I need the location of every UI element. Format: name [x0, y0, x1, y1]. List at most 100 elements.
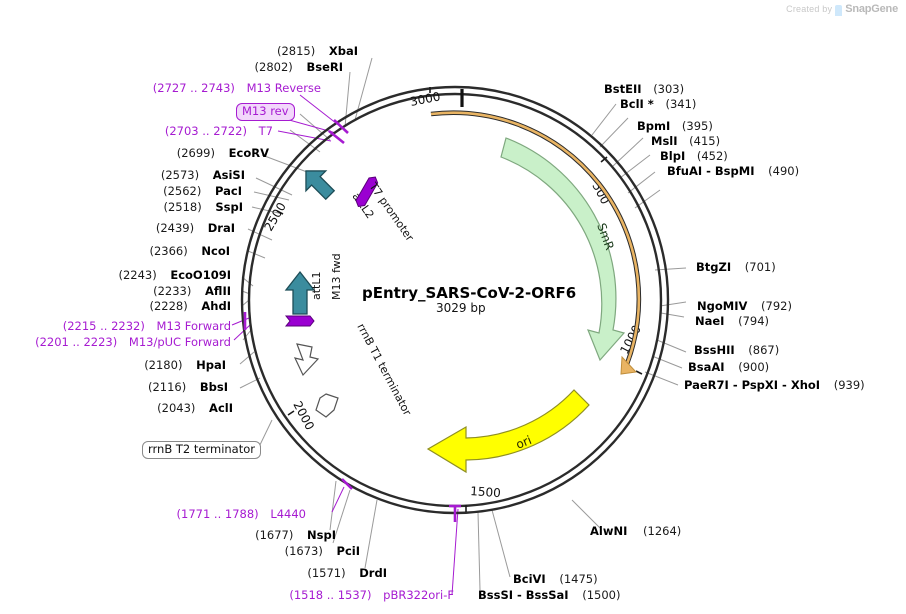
- primer-label-l4440[interactable]: (1771 .. 1788) L4440: [176, 507, 306, 521]
- primer-range: (2201 .. 2223): [35, 335, 118, 349]
- plasmid-size: 3029 bp: [436, 301, 486, 315]
- enzyme-name: BssHII: [694, 343, 735, 357]
- primer-label-t7[interactable]: (2703 .. 2722) T7: [165, 124, 273, 138]
- site-label-hpai[interactable]: (2180) HpaI: [144, 359, 226, 372]
- site-label-bsssi-bsssai[interactable]: BssSI - BssSaI (1500): [478, 588, 621, 602]
- primer-name: T7: [258, 124, 273, 138]
- enzyme-name: NaeI: [695, 314, 725, 328]
- site-label-bbsi[interactable]: (2116) BbsI: [147, 380, 228, 394]
- site-label-paci[interactable]: (2562) PacI: [163, 184, 242, 198]
- enzyme-name: XbaI: [328, 44, 358, 58]
- site-label-drai[interactable]: (2439) DraI: [156, 222, 235, 235]
- site-label-bstell[interactable]: BstEII (303): [604, 82, 685, 96]
- enzyme-position: (1264): [643, 524, 682, 538]
- enzyme-name: AsiSI: [212, 168, 245, 182]
- enzyme-name: AlwNI: [590, 524, 628, 538]
- feature-attl2[interactable]: [296, 161, 340, 205]
- site-label-xbai[interactable]: (2815) XbaI: [276, 44, 358, 58]
- primer-label-m13-reverse[interactable]: (2727 .. 2743) M13 Reverse: [152, 81, 321, 95]
- site-label-acli[interactable]: (2043) AclI: [157, 401, 233, 415]
- feature-rrnb-t1-terminator[interactable]: rrnB T1 terminator: [293, 321, 414, 418]
- enzyme-position: (2802): [254, 60, 293, 74]
- enzyme-name: AclI: [209, 401, 233, 415]
- enzyme-position: (303): [653, 82, 685, 96]
- enzyme-position: (792): [761, 299, 792, 313]
- feature-smr[interactable]: SmR: [500, 137, 626, 362]
- primer-name: L4440: [270, 507, 306, 521]
- site-label-aflii[interactable]: (2233) AflII: [153, 285, 231, 298]
- primer-name: pBR322ori-F: [383, 588, 454, 602]
- enzyme-position: (2518): [163, 200, 202, 214]
- enzyme-position: (2573): [160, 168, 200, 182]
- site-label-drdi[interactable]: (1571) DrdI: [307, 566, 387, 580]
- site-label-ngomiv[interactable]: NgoMIV (792): [697, 299, 792, 313]
- site-label-asisi[interactable]: (2573) AsiSI: [160, 168, 245, 182]
- enzyme-name: PaeR7I - PspXI - XhoI: [684, 378, 821, 392]
- enzyme-position: (2366): [149, 244, 188, 258]
- site-label-bcli[interactable]: BclI * (341): [620, 97, 697, 111]
- site-label-bfuai-bspmi[interactable]: BfuAI - BspMI (490): [667, 165, 799, 178]
- enzyme-position: (794): [738, 314, 770, 328]
- site-label-nspi[interactable]: (1677) NspI: [255, 528, 336, 542]
- site-label-ncoi[interactable]: (2366) NcoI: [149, 244, 230, 258]
- enzyme-name: PciI: [336, 544, 360, 558]
- site-label-bcivi[interactable]: BciVI (1475): [513, 573, 598, 586]
- feature-label-ori: ori: [514, 433, 534, 452]
- feature-t7-promoter[interactable]: [354, 175, 380, 209]
- site-label-ecoo109i[interactable]: (2243) EcoO109I: [118, 268, 231, 282]
- primer-label-pbr322ori-f[interactable]: (1518 .. 1537) pBR322ori-F: [289, 588, 454, 602]
- enzyme-position: (341): [665, 97, 697, 111]
- primer-name: M13 Reverse: [246, 81, 321, 95]
- site-label-paer7i-pspxi-xhoi[interactable]: PaeR7I - PspXI - XhoI (939): [684, 378, 865, 392]
- enzyme-position: (1677): [255, 528, 294, 542]
- enzyme-name: BseRI: [306, 60, 343, 74]
- watermark-brand: SnapGene: [845, 3, 898, 15]
- feature-backbone-arc[interactable]: [430, 110, 642, 375]
- enzyme-position: (2815): [276, 44, 316, 58]
- enzyme-position: (939): [833, 378, 865, 392]
- page-title: pEntry_SARS-CoV-2-ORF6: [362, 284, 577, 302]
- site-label-ecorv[interactable]: (2699) EcoRV: [177, 147, 269, 160]
- enzyme-position: (701): [744, 260, 776, 274]
- enzyme-name: AhdI: [201, 299, 231, 313]
- enzyme-position: (1500): [582, 588, 621, 602]
- feature-m13-fwd[interactable]: [284, 315, 315, 327]
- primer-tickmarks[interactable]: [243, 119, 461, 522]
- feature-ori[interactable]: ori: [426, 389, 590, 474]
- site-label-pcii[interactable]: (1673) PciI: [285, 544, 360, 558]
- enzyme-position: (2043): [157, 401, 196, 415]
- tick-label-1500: 1500: [470, 484, 501, 500]
- feature-attl1[interactable]: [284, 270, 316, 315]
- enzyme-position: (2243): [118, 268, 157, 282]
- site-label-blpi[interactable]: BlpI (452): [660, 149, 728, 163]
- site-label-msli[interactable]: MslI (415): [651, 135, 720, 148]
- enzyme-name: BpmI: [637, 119, 671, 133]
- boxed-label-m13-rev[interactable]: M13 rev: [236, 103, 295, 121]
- site-label-ahdi[interactable]: (2228) AhdI: [149, 299, 231, 313]
- primer-label-m13-forward[interactable]: (2215 .. 2232) M13 Forward: [63, 320, 231, 333]
- site-label-bsaai[interactable]: BsaAI (900): [688, 360, 770, 374]
- boxed-label-rrnb-t2-terminator[interactable]: rrnB T2 terminator: [142, 441, 261, 459]
- enzyme-position: (2228): [149, 299, 188, 313]
- enzyme-position: (900): [738, 360, 770, 374]
- site-label-alwni[interactable]: AlwNI (1264): [590, 524, 682, 538]
- site-label-naei[interactable]: NaeI (794): [695, 314, 770, 328]
- site-label-bsshii[interactable]: BssHII (867): [694, 343, 779, 357]
- primer-label-m13-puc-forward[interactable]: (2201 .. 2223) M13/pUC Forward: [35, 335, 231, 349]
- site-label-bpmi[interactable]: BpmI (395): [637, 119, 713, 133]
- enzyme-name: BlpI: [660, 149, 686, 163]
- enzyme-name: NgoMIV: [697, 299, 748, 313]
- enzyme-position: (2562): [163, 184, 202, 198]
- primer-range: (1771 .. 1788): [176, 507, 259, 521]
- site-label-btgzi[interactable]: BtgZI (701): [696, 260, 776, 274]
- primer-name: M13/pUC Forward: [128, 335, 231, 349]
- enzyme-position: (2116): [147, 380, 187, 394]
- primer-range: (2727 .. 2743): [152, 81, 235, 95]
- primer-range: (1518 .. 1537): [289, 588, 372, 602]
- tick-label-3000: 3000: [409, 89, 442, 109]
- site-label-bseri[interactable]: (2802) BseRI: [254, 60, 343, 74]
- site-label-sspi[interactable]: (2518) SspI: [163, 200, 243, 214]
- enzyme-name: PacI: [215, 184, 242, 198]
- enzyme-position: (1571): [307, 566, 346, 580]
